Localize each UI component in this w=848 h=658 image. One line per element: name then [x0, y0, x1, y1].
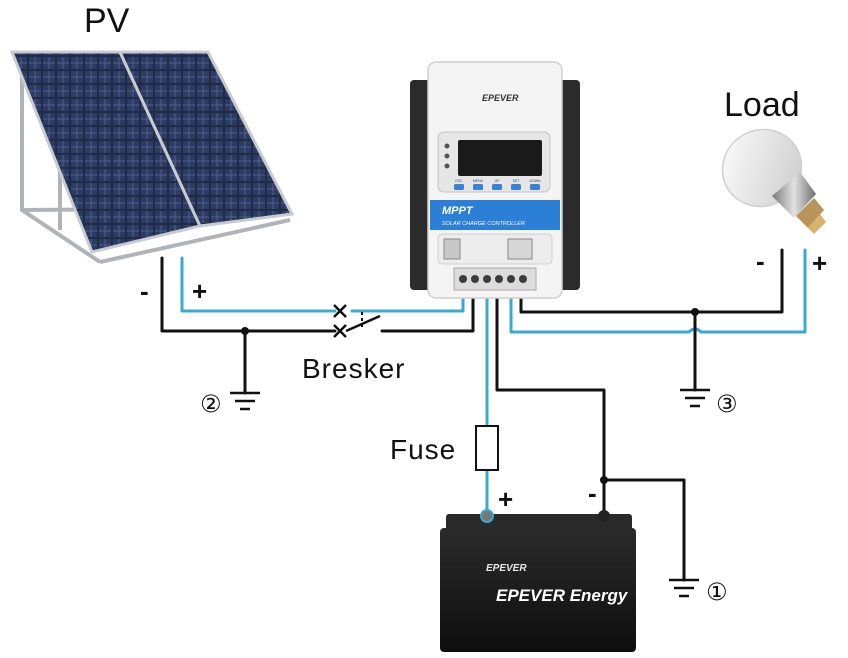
ground-3-label: ③: [716, 391, 738, 418]
controller-brand: EPEVER: [482, 93, 519, 103]
terminal-screw: [519, 275, 527, 283]
bulb-tip: [808, 214, 826, 234]
breaker-label: Bresker: [302, 353, 405, 384]
terminal-screw: [459, 275, 467, 283]
terminal-screw: [495, 275, 503, 283]
controller-band: [430, 200, 560, 230]
battery-body: [440, 528, 636, 652]
breaker: Bresker: [302, 304, 405, 384]
pv-label: PV: [84, 2, 130, 40]
controller-button: [530, 184, 540, 190]
ground-icon-2: [230, 391, 260, 411]
ground-icon-1: [669, 578, 699, 598]
controller-button: [454, 184, 464, 190]
battery-terminal-negative: [598, 510, 610, 522]
pv-positive-wire: [180, 256, 337, 313]
wiring: [160, 248, 807, 582]
pv-panel-right: [117, 50, 295, 228]
battery: EPEVER EPEVER Energy: [440, 509, 636, 652]
terminals: [459, 275, 527, 283]
status-led: [444, 143, 450, 149]
ground-1-wire: [602, 478, 686, 582]
battery-negative-wire: [495, 288, 606, 514]
status-led: [444, 163, 450, 169]
junction-dot: [600, 476, 608, 484]
controller-buttons: ESC MENU UP SET DOWN: [454, 179, 541, 190]
battery-brand: EPEVER: [486, 563, 527, 574]
battery-name: EPEVER Energy: [496, 586, 629, 605]
junction-dot: [241, 327, 249, 335]
terminal-screw: [471, 275, 479, 283]
pv-minus-label: -: [140, 276, 149, 306]
terminal-screw: [483, 275, 491, 283]
bulb-neck: [772, 172, 816, 218]
breaker-negative-out: [380, 288, 475, 333]
pv-array: PV: [9, 2, 295, 264]
fuse-label: Fuse: [390, 434, 456, 465]
load-bulb: Load: [721, 86, 826, 234]
controller-button-label: MENU: [473, 179, 484, 183]
load-minus-label: -: [756, 246, 765, 276]
ground-2-label: ②: [200, 391, 222, 418]
load-negative-wire: [519, 248, 784, 314]
load-label: Load: [724, 86, 800, 124]
status-led: [444, 153, 450, 159]
battery-terminal-positive: [480, 509, 494, 523]
ground-1-label: ①: [706, 579, 728, 606]
battery-plus-label: +: [498, 484, 513, 514]
fuse: Fuse: [390, 425, 499, 471]
junction-dot: [691, 308, 699, 316]
controller-button: [492, 184, 502, 190]
controller-button: [473, 184, 483, 190]
breaker-switch: [345, 314, 381, 333]
controller-subtitle: SOLAR CHARGE CONTROLLER: [442, 221, 525, 227]
pv-plus-label: +: [192, 276, 207, 306]
controller-title: MPPT: [442, 205, 474, 217]
controller-button-label: UP: [495, 179, 501, 183]
ground-icon-3: [680, 388, 710, 408]
controller-button-label: DOWN: [529, 179, 541, 183]
controller-screen: [458, 140, 542, 176]
controller-button: [511, 184, 521, 190]
pv-negative-wire: [160, 256, 337, 333]
breaker-contact-icon: [333, 304, 347, 338]
charge-controller: EPEVER ESC MENU UP SET DOWN MPPT SOLAR CHARG…: [410, 61, 580, 299]
battery-minus-label: -: [588, 478, 597, 508]
controller-button-label: ESC: [455, 179, 463, 183]
rj45-port: [507, 238, 533, 260]
terminal-screw: [507, 275, 515, 283]
bulb-base: [796, 198, 824, 228]
fuse-body: [475, 425, 499, 471]
load-plus-label: +: [812, 248, 827, 278]
rs485-port: [443, 238, 461, 260]
controller-button-label: SET: [513, 179, 521, 183]
